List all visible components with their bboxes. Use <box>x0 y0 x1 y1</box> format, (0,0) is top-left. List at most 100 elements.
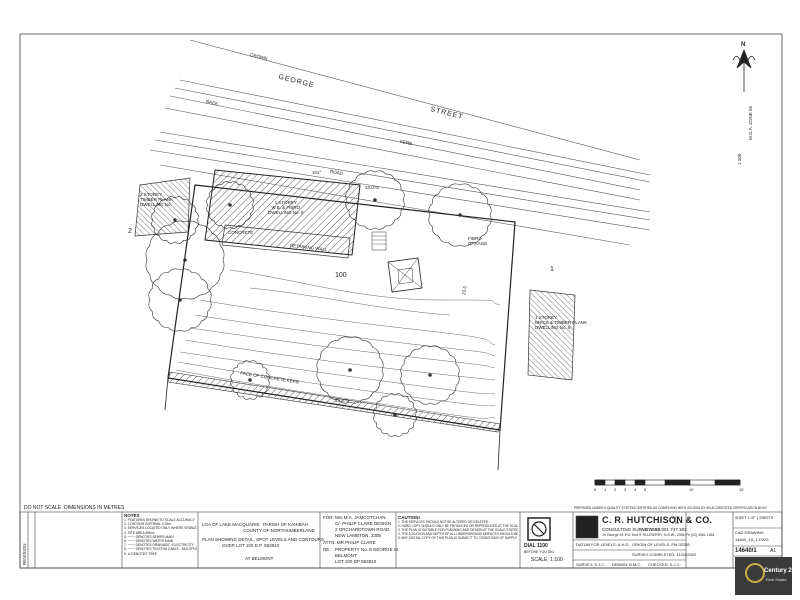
checked-by: CHECKED: S.J.C. <box>648 562 681 567</box>
tree-canopy <box>400 345 460 405</box>
scale-tick-label: 15 <box>739 487 744 492</box>
surveyed-by: SURVEY: S.J.C. <box>576 562 606 567</box>
scale-tick-label: 2 <box>614 487 617 492</box>
tree-canopy <box>145 220 225 300</box>
caution-item: 5. ANY DIGITAL COPY OF THIS PLAN IS SUBJ… <box>398 536 518 540</box>
attn-line: ATTN: MR PHILIP CLARE <box>323 540 376 545</box>
tree-trunk <box>228 203 232 207</box>
tree-canopy <box>373 393 417 437</box>
note-item: 6. ─── DENOTES WATER MAIN <box>124 539 174 544</box>
firm-pty: PTY LTD <box>672 515 680 525</box>
cad-label: CAD DRAWING <box>735 530 764 535</box>
drawing-number: 14640/1 <box>735 548 757 554</box>
north-bearing: M.G.A. ZONE 56 <box>748 105 753 140</box>
tree-trunk <box>428 373 432 377</box>
cad-file: 14640_1A_1.DWG <box>735 537 769 542</box>
survey-completed: SURVEY COMPLETED: 11/04/2002 <box>632 552 697 557</box>
watermark-brand: Century 21 <box>764 568 796 574</box>
tree-trunk <box>173 218 177 222</box>
main-dwelling <box>204 169 361 256</box>
revision-heading: REVISION <box>22 543 27 565</box>
caution-item: 2. HARD COPY SHOULD ONLY BE PRODUCED OR … <box>398 524 518 528</box>
plan-location: AT BELMONT <box>245 556 274 561</box>
tree-canopy <box>206 181 254 229</box>
scale-label: SCALE: 1:100 <box>531 557 563 563</box>
neighbour-dwelling-right <box>527 289 576 381</box>
caution-heading: CAUTION! <box>398 515 420 520</box>
plan-label: 1 STOREY W.B. & FIBRO DWELLING No. 8 <box>268 200 304 215</box>
notes-heading: NOTES <box>124 513 140 518</box>
note-item: 5. ─── DENOTES SEWER MAIN <box>124 534 174 539</box>
dim-label: 101° <box>312 170 322 175</box>
contour-lines <box>175 269 501 419</box>
tree-canopy <box>230 360 270 400</box>
caution-list: 1. THE SERVICES SHOULD NOT BE ALTERED OR… <box>398 520 518 540</box>
county-label: COUNTY OF NORTHUMBERLAND <box>243 528 315 533</box>
firm-abn: A.B.N. 81 001 747 183 <box>641 527 687 532</box>
note-item: 2. CONTOUR INTERVAL 0.25m <box>124 522 171 527</box>
client-line: Mrs M.A. JAMCOTCHAN <box>335 515 386 520</box>
client-line: NEW LAMBTON, 2305 <box>335 533 381 538</box>
parish-label: PARISH OF KAHIBAH <box>263 522 308 527</box>
note-item: 7. ─── DENOTES DRAINAGE / ELECTRICITY <box>124 543 194 548</box>
firm-address: 19 George St, P.O. Box 9 TILLIGERRY, N.S… <box>602 533 715 537</box>
note-item: 9. ⊙ DENOTES TREE <box>124 551 157 556</box>
client-line: C/- PHILIP CLARE DESIGN <box>335 521 392 526</box>
tree-trunk <box>183 258 187 262</box>
plan-title: PLAN SHOWING DETAIL, SPOT LEVELS AND CON… <box>202 537 325 542</box>
quality-statement: PREPARED UNDER A QUALITY SYSTEM CERTIFIE… <box>574 506 767 510</box>
scale-tick-label: 1 <box>604 487 607 492</box>
for-label: FOR: <box>323 515 334 520</box>
dim-label: 33.075 <box>365 185 379 190</box>
note-item: 4. SITE AREA 556m² <box>124 530 155 535</box>
lot-right-number: 1 <box>550 266 554 273</box>
lga-label: LGA OF LAKE MACQUARIE <box>202 522 260 527</box>
property-line: LOT 100 DP 553810 <box>335 559 377 564</box>
caution-item: 4. THE LOCATION AND DEPTH OF ALL UNDERGR… <box>398 532 518 536</box>
scale-bar <box>594 479 741 486</box>
tree-canopy <box>316 336 384 404</box>
re-label: RE: <box>323 547 331 552</box>
do-not-scale: DO NOT SCALE <box>24 505 62 511</box>
tree-trunk <box>393 413 397 417</box>
plan-label: CONCRETE <box>228 230 254 235</box>
scale-tick-label: 5 <box>644 487 647 492</box>
north-arrow-icon <box>732 48 756 92</box>
sheet-size: A1 <box>770 548 777 554</box>
watermark-sub: Real Estate <box>766 577 787 582</box>
scale-tick-label: 4 <box>634 487 637 492</box>
property-line: BELMONT <box>335 553 357 558</box>
north-label: N <box>741 42 746 48</box>
property-line: PROPERTY No. 8 GEORGE St <box>335 547 399 552</box>
lot-left-number: 2 <box>128 228 132 235</box>
dimensions-in: DIMENSIONS IN METRES <box>64 505 125 511</box>
tree-canopy <box>151 196 199 244</box>
concrete-edge <box>167 371 501 433</box>
note-item: 3. SERVICES LOCATED ONLY WHERE VISIBLE <box>124 526 197 531</box>
tree-trunk <box>248 378 252 382</box>
note-item: 1. FEATURES SHOWN TO SCALE ACCURACY <box>124 518 195 522</box>
tree-trunk <box>348 368 352 372</box>
tree-canopy <box>428 183 492 247</box>
tree-canopy <box>345 170 405 230</box>
dial-1100: DIAL 1100 <box>524 543 548 549</box>
origin-label: ORIGIN OF LEVELS: PM 32255 <box>632 542 690 547</box>
scale-tick-label: 10 <box>689 487 694 492</box>
title-block <box>19 511 783 569</box>
scale-tick-label: 0 <box>594 487 597 492</box>
dim-label: 33.075 <box>335 398 349 403</box>
datum-label: DATUM FOR LEVELS: A.H.D. <box>576 542 630 547</box>
plan-label: FIBRO GARAGE <box>468 236 488 246</box>
north-grid-label: 1:100 <box>737 153 742 165</box>
drawn-by: DRAWN: B.M.C. <box>612 562 642 567</box>
firm-name: C. R. HUTCHISON & CO. <box>602 515 713 525</box>
scale-tick-label: 3 <box>624 487 627 492</box>
note-item: 8. ─── DENOTES TELSTRA CABLE - MULTIPLE … <box>124 547 197 552</box>
sheet-label: SHEET 1 OF 1 SHEETS <box>735 516 774 520</box>
dial-sub: BEFORE YOU DIG <box>524 550 555 554</box>
tree-canopy <box>148 268 212 332</box>
sheet-border <box>19 33 783 569</box>
lot-number: 100 <box>335 272 347 279</box>
